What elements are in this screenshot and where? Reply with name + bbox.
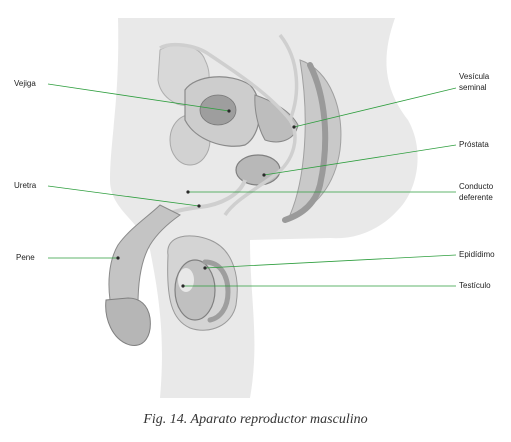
bladder-inner: [199, 94, 237, 126]
leader-epididimo: [204, 254, 457, 269]
rectum: [282, 62, 329, 223]
leader-dots: [116, 109, 296, 288]
label-epididimo: Epidídimo: [459, 250, 495, 259]
label-pene: Pene: [16, 253, 35, 262]
leader-uretra: [47, 185, 200, 207]
label-conducto-line2: deferente: [459, 193, 493, 202]
epididymis: [202, 259, 231, 323]
leader-prostata: [263, 144, 457, 176]
leader-vesicula: [293, 87, 457, 128]
leader-vejiga: [47, 83, 230, 112]
glans: [105, 297, 151, 346]
anatomy-illustration: [47, 18, 457, 398]
leader-lines: [47, 83, 457, 287]
label-uretra: Uretra: [14, 181, 37, 190]
figure-caption: Fig. 14. Aparato reproductor masculino: [143, 412, 368, 427]
testicle: [174, 259, 216, 321]
label-vesicula-line2: seminal: [459, 83, 487, 92]
label-vesicula-line1: Vesícula: [459, 72, 490, 81]
label-testiculo: Testículo: [459, 281, 491, 290]
prostate: [235, 154, 281, 186]
label-prostata: Próstata: [459, 140, 489, 149]
label-vejiga: Vejiga: [14, 79, 36, 88]
vas-deferens-loop: [278, 33, 299, 121]
testicle-highlight: [178, 268, 194, 292]
label-conducto-line1: Conducto: [459, 182, 494, 191]
